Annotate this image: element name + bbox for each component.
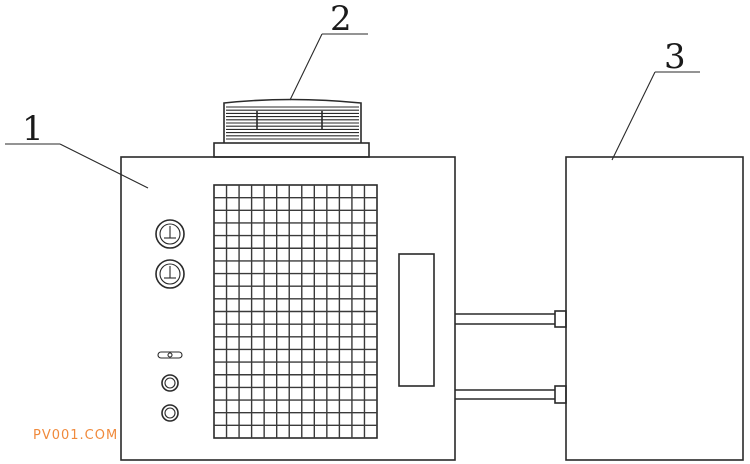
main-unit [120, 156, 456, 461]
side-panel-window [398, 253, 435, 387]
fan-fins [226, 106, 359, 140]
watermark-text: PV001.COM [33, 428, 119, 443]
main-unit-housing [120, 156, 456, 461]
port-lower [161, 404, 179, 422]
pipe-lower [455, 385, 567, 404]
callout-label-2: 2 [330, 0, 352, 39]
callout-2: 2 [289, 0, 368, 101]
callout-3: 3 [611, 37, 700, 161]
callout-label-1: 1 [22, 109, 44, 149]
port-upper [161, 374, 179, 392]
top-fan-unit [213, 98, 370, 158]
pipe-upper [455, 310, 567, 328]
pressure-gauge-upper [155, 219, 185, 249]
callout-1: 1 [5, 109, 149, 189]
water-tank [565, 156, 744, 461]
pressure-gauge-lower [155, 259, 185, 289]
fan-base-plate [213, 142, 370, 158]
toggle-switch [157, 351, 183, 359]
ventilation-grille [213, 184, 378, 439]
connecting-pipes [455, 310, 567, 404]
callout-label-3: 3 [664, 37, 686, 77]
fan-housing [223, 98, 362, 143]
